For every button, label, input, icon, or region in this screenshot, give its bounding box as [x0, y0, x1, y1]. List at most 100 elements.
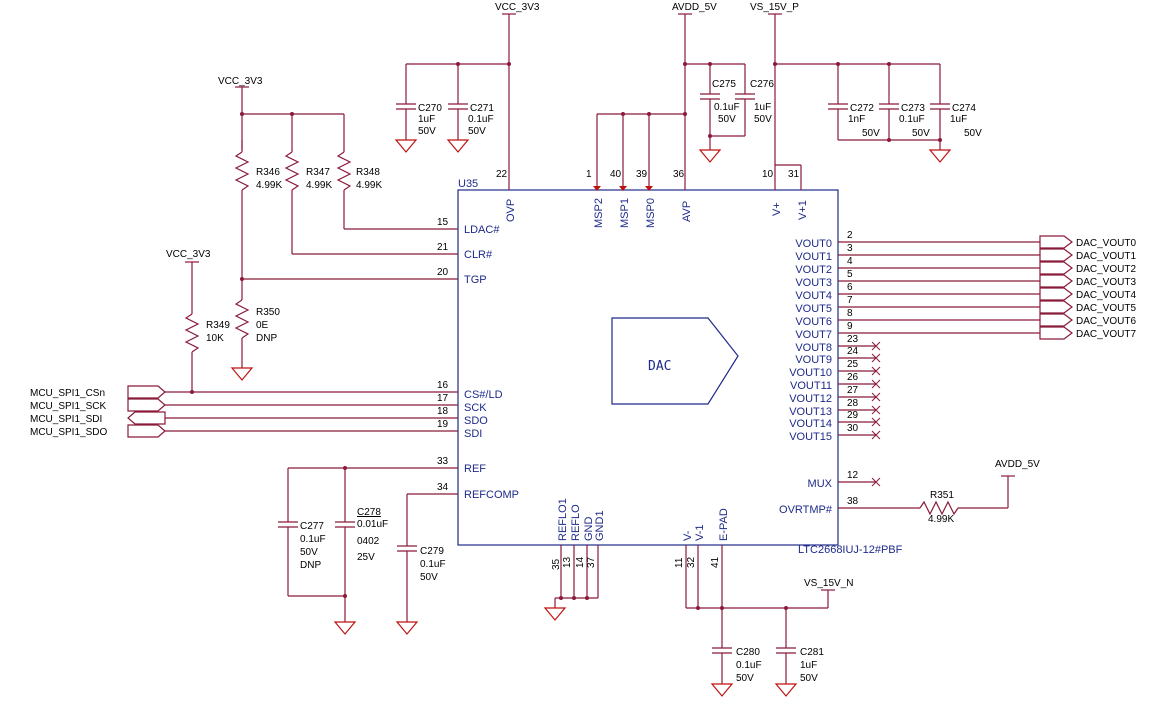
- svg-text:VOUT4: VOUT4: [795, 290, 832, 302]
- svg-text:0402: 0402: [357, 536, 380, 547]
- svg-text:33: 33: [437, 456, 449, 467]
- svg-text:0.1uF: 0.1uF: [899, 114, 925, 125]
- svg-text:REFLO: REFLO: [570, 504, 582, 541]
- svg-text:5: 5: [847, 269, 853, 280]
- svg-text:0.1uF: 0.1uF: [300, 534, 326, 545]
- svg-text:VOUT5: VOUT5: [795, 303, 832, 315]
- svg-text:C274: C274: [952, 103, 976, 114]
- svg-text:VOUT0: VOUT0: [795, 238, 832, 250]
- svg-text:VOUT2: VOUT2: [795, 264, 832, 276]
- svg-text:9: 9: [847, 321, 853, 332]
- svg-text:10: 10: [762, 169, 774, 180]
- pin-sck: SCK: [464, 402, 487, 414]
- svg-text:1uF: 1uF: [950, 114, 967, 125]
- svg-text:50V: 50V: [964, 128, 982, 139]
- svg-text:R349: R349: [206, 320, 230, 331]
- svg-text:16: 16: [437, 380, 449, 391]
- pin-msp1: MSP1: [619, 198, 631, 228]
- cap-c281: C281 1uF 50V: [774, 608, 824, 697]
- pin-ref: REF: [464, 463, 486, 475]
- svg-text:30: 30: [847, 423, 859, 434]
- svg-text:15: 15: [437, 217, 449, 228]
- svg-text:MCU_SPI1_SCK: MCU_SPI1_SCK: [30, 401, 106, 412]
- svg-text:VOUT13: VOUT13: [789, 406, 832, 418]
- svg-text:GND: GND: [583, 517, 595, 542]
- svg-text:6: 6: [847, 282, 853, 293]
- svg-text:35: 35: [551, 558, 562, 570]
- chip-body: [457, 189, 839, 546]
- cap-c279: C279 0.1uF 50V: [395, 494, 446, 635]
- svg-text:0.1uF: 0.1uF: [420, 559, 446, 570]
- svg-text:36: 36: [673, 169, 685, 180]
- svg-text:0.1uF: 0.1uF: [468, 114, 494, 125]
- svg-text:R346: R346: [256, 167, 280, 178]
- svg-text:R351: R351: [930, 490, 954, 501]
- svg-text:VOUT8: VOUT8: [795, 342, 832, 354]
- pin-vplus1: V+1: [797, 200, 809, 220]
- svg-text:DAC_VOUT5: DAC_VOUT5: [1076, 303, 1136, 314]
- svg-text:R350: R350: [256, 307, 280, 318]
- svg-text:1uF: 1uF: [754, 102, 771, 113]
- bottom-pins: 35 REFLO1 13 REFLO 14 GND 37 GND1 11 V- …: [543, 498, 853, 621]
- svg-text:24: 24: [847, 346, 859, 357]
- svg-text:VOUT3: VOUT3: [795, 277, 832, 289]
- svg-text:C272: C272: [850, 103, 874, 114]
- svg-text:26: 26: [847, 372, 859, 383]
- svg-text:7: 7: [847, 295, 853, 306]
- svg-text:DAC_VOUT1: DAC_VOUT1: [1076, 251, 1136, 262]
- pin-ovrtmp: OVRTMP#: [779, 504, 833, 516]
- net-avdd-right: AVDD_5V: [995, 459, 1040, 470]
- svg-text:0.1uF: 0.1uF: [714, 102, 740, 113]
- svg-text:E-PAD: E-PAD: [718, 508, 730, 541]
- svg-text:8: 8: [847, 308, 853, 319]
- svg-text:R347: R347: [306, 167, 330, 178]
- svg-text:VOUT15: VOUT15: [789, 431, 832, 443]
- pin-tgp: TGP: [464, 274, 487, 286]
- svg-text:VOUT1: VOUT1: [795, 251, 832, 263]
- svg-text:27: 27: [847, 385, 859, 396]
- vout-net-flags: DAC_VOUT0 DAC_VOUT1 DAC_VOUT2 DAC_VOUT3 …: [1039, 235, 1136, 340]
- pin-refcomp: REFCOMP: [464, 489, 519, 501]
- svg-text:C271: C271: [470, 103, 494, 114]
- svg-text:C279: C279: [420, 546, 444, 557]
- mcu-net-flags: MCU_SPI1_CSn MCU_SPI1_SCK MCU_SPI1_SDI M…: [30, 385, 166, 438]
- svg-text:50V: 50V: [862, 128, 880, 139]
- svg-text:50V: 50V: [418, 126, 436, 137]
- net-vcc-top: VCC_3V3: [495, 2, 540, 13]
- pin-clr: CLR#: [464, 249, 493, 261]
- net-vcc-left2: VCC_3V3: [166, 249, 211, 260]
- svg-text:C281: C281: [800, 647, 824, 658]
- cap-c280: C280 0.1uF 50V: [710, 608, 762, 697]
- svg-text:25: 25: [847, 359, 859, 370]
- svg-text:C275: C275: [712, 79, 736, 90]
- chip-ref: U35: [458, 178, 478, 190]
- svg-text:19: 19: [437, 419, 449, 430]
- svg-text:38: 38: [847, 496, 859, 507]
- pin-ovp: OVP: [505, 199, 517, 222]
- resistor-r349: VCC_3V3 R349 10K: [166, 249, 230, 394]
- svg-text:DNP: DNP: [300, 560, 321, 571]
- svg-text:2: 2: [847, 230, 853, 241]
- svg-text:V-: V-: [682, 530, 694, 541]
- pin-msp0: MSP0: [645, 198, 657, 228]
- net-avdd-top: AVDD_5V: [672, 2, 717, 13]
- svg-text:40: 40: [610, 169, 622, 180]
- svg-text:50V: 50V: [468, 126, 486, 137]
- svg-text:VOUT10: VOUT10: [789, 367, 832, 379]
- svg-text:REFLO1: REFLO1: [557, 498, 569, 541]
- svg-text:18: 18: [437, 406, 449, 417]
- net-vcc-left1: VCC_3V3: [218, 76, 263, 87]
- svg-text:28: 28: [847, 398, 859, 409]
- svg-text:VOUT7: VOUT7: [795, 329, 832, 341]
- dac-block-label: DAC: [648, 359, 671, 374]
- svg-text:DNP: DNP: [256, 333, 277, 344]
- svg-text:4.99K: 4.99K: [356, 180, 382, 191]
- svg-text:0.01uF: 0.01uF: [357, 519, 388, 530]
- svg-text:50V: 50V: [420, 572, 438, 583]
- svg-text:DAC_VOUT7: DAC_VOUT7: [1076, 329, 1136, 340]
- ref-caps: C277 0.1uF 50V DNP C278 0.01uF 0402 25V: [278, 466, 388, 635]
- svg-text:11: 11: [674, 557, 685, 568]
- svg-text:0.1uF: 0.1uF: [736, 660, 762, 671]
- svg-text:17: 17: [437, 393, 449, 404]
